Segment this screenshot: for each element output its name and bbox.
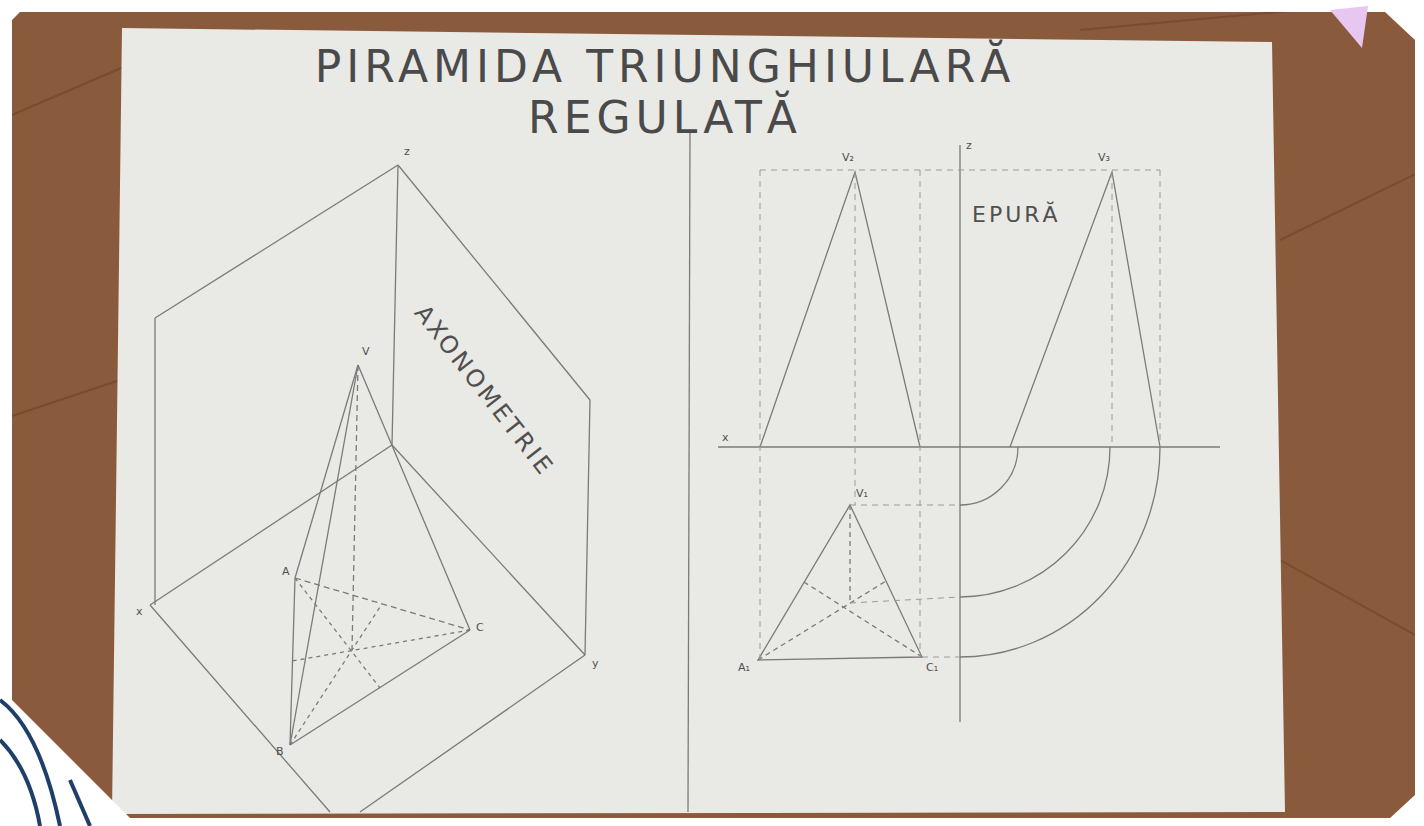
view-title: AXONOMETRIE: [409, 300, 559, 481]
vertex-letter: V: [362, 346, 370, 358]
view-title: EPURĂ: [972, 203, 1061, 227]
axis-letter: z: [404, 146, 410, 158]
axis-letter: x: [136, 606, 143, 618]
axis-letter: z: [966, 140, 972, 152]
sheet-title: PIRAMIDA TRIUNGHIULARĂ REGULATĂ: [270, 42, 1060, 143]
vertex-letter: V₃: [1098, 152, 1110, 164]
vertex-letter: C: [476, 622, 484, 634]
axis-letter: x: [722, 432, 729, 444]
vertex-letter: V₂: [842, 152, 854, 164]
vertex-letter: C₁: [926, 662, 938, 674]
axis-letter: y: [592, 658, 599, 670]
vertex-letter: A: [282, 566, 290, 578]
vertex-letter: A₁: [738, 662, 750, 674]
vertex-letter: B: [276, 746, 284, 758]
vertex-letter: V₁: [856, 488, 868, 500]
